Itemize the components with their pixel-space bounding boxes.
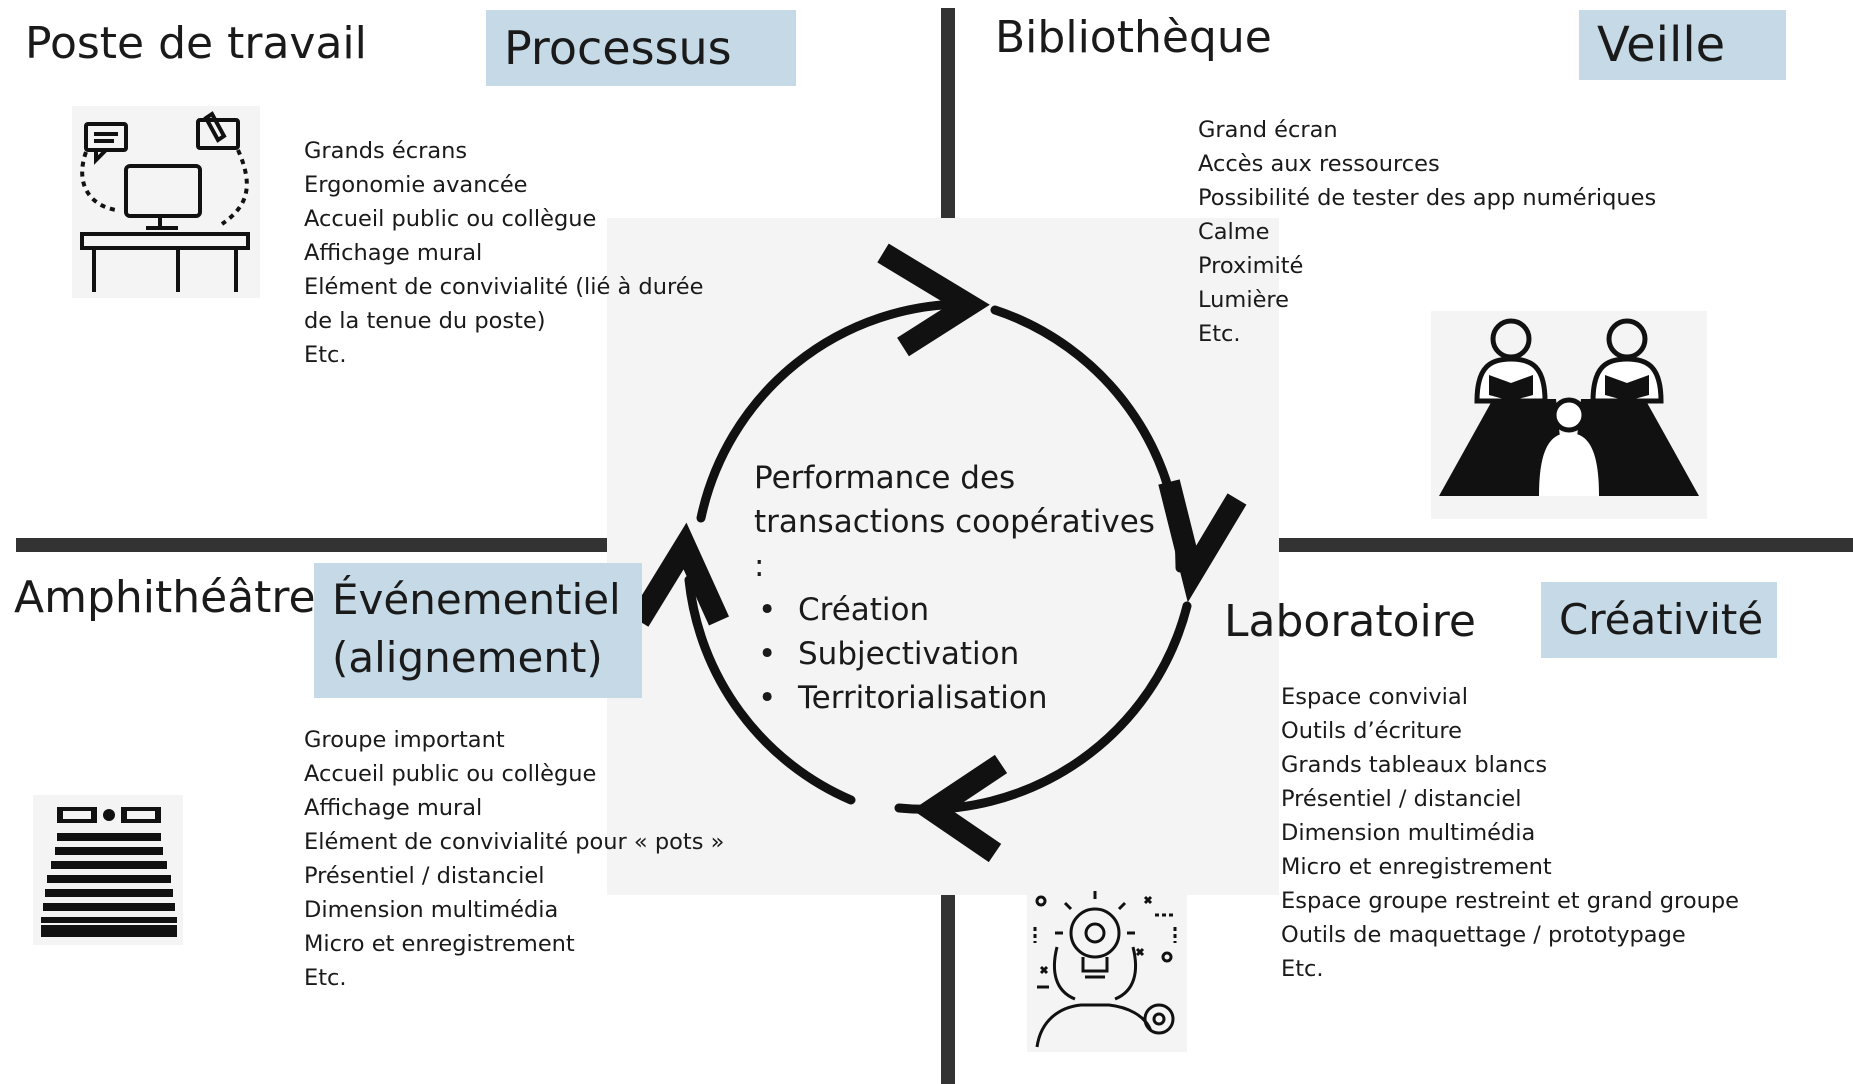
center-text: Performance des transactions coopérative… bbox=[754, 456, 1174, 720]
list-laboratoire: Espace convivial Outils d’écriture Grand… bbox=[1281, 680, 1739, 986]
list-item: Affichage mural bbox=[304, 795, 483, 821]
center-bullet-item: Territorialisation bbox=[754, 676, 1174, 720]
list-item: Grand écran bbox=[1198, 117, 1338, 143]
center-heading-line1: Performance des bbox=[754, 460, 1016, 496]
list-item: Espace groupe restreint et grand groupe bbox=[1281, 888, 1739, 914]
quadrant-title-amphitheatre: Amphithéâtre bbox=[14, 572, 316, 623]
list-item: Espace convivial bbox=[1281, 684, 1468, 710]
center-bullet-item: Subjectivation bbox=[754, 632, 1174, 676]
list-item: Outils d’écriture bbox=[1281, 718, 1462, 744]
list-item: Outils de maquettage / prototypage bbox=[1281, 922, 1686, 948]
quadrant-title-bibliotheque: Bibliothèque bbox=[995, 12, 1272, 63]
tag-evenementiel: Événementiel (alignement) bbox=[314, 563, 642, 698]
list-item: Accueil public ou collègue bbox=[304, 206, 597, 232]
tag-evenementiel-line2: (alignement) bbox=[332, 633, 603, 682]
quadrant-title-poste: Poste de travail bbox=[25, 18, 367, 69]
list-item: Accès aux ressources bbox=[1198, 151, 1440, 177]
tag-veille: Veille bbox=[1579, 10, 1786, 80]
divider-vertical-top bbox=[941, 8, 955, 218]
center-bullet-item: Création bbox=[754, 588, 1174, 632]
list-item: Etc. bbox=[1198, 321, 1241, 347]
list-item: Etc. bbox=[304, 342, 347, 368]
auditorium-icon bbox=[33, 795, 183, 945]
quadrant-title-laboratoire: Laboratoire bbox=[1224, 596, 1476, 647]
list-item: Présentiel / distanciel bbox=[1281, 786, 1522, 812]
list-item: Etc. bbox=[304, 965, 347, 991]
tag-evenementiel-line1: Événementiel bbox=[332, 575, 621, 624]
list-item: Possibilité de tester des app numériques bbox=[1198, 185, 1657, 211]
list-item: Ergonomie avancée bbox=[304, 172, 528, 198]
list-item: Groupe important bbox=[304, 727, 505, 753]
divider-horizontal-left bbox=[16, 538, 609, 552]
list-item: Affichage mural bbox=[304, 240, 483, 266]
list-item: Calme bbox=[1198, 219, 1270, 245]
list-bibliotheque: Grand écran Accès aux ressources Possibi… bbox=[1198, 113, 1656, 351]
reading-people-icon bbox=[1431, 311, 1707, 519]
list-item: Proximité bbox=[1198, 253, 1304, 279]
center-heading-line2: transactions coopératives : bbox=[754, 504, 1155, 584]
list-item: Micro et enregistrement bbox=[1281, 854, 1552, 880]
list-item: Lumière bbox=[1198, 287, 1290, 313]
list-item: Grands tableaux blancs bbox=[1281, 752, 1548, 778]
list-item: Accueil public ou collègue bbox=[304, 761, 597, 787]
lightbulb-idea-icon bbox=[1027, 887, 1187, 1052]
list-item: Etc. bbox=[1281, 956, 1324, 982]
list-item: Grands écrans bbox=[304, 138, 468, 164]
divider-horizontal-right bbox=[1278, 538, 1853, 552]
center-bullet-list: Création Subjectivation Territorialisati… bbox=[754, 588, 1174, 720]
list-item: Dimension multimédia bbox=[1281, 820, 1536, 846]
divider-vertical-bottom bbox=[941, 895, 955, 1084]
list-item: Micro et enregistrement bbox=[304, 931, 575, 957]
list-amphitheatre: Groupe important Accueil public ou collè… bbox=[304, 723, 724, 995]
list-poste: Grands écrans Ergonomie avancée Accueil … bbox=[304, 134, 703, 372]
workstation-icon bbox=[72, 106, 260, 298]
list-item: Elément de convivialité (lié à durée bbox=[304, 274, 704, 300]
tag-creativite: Créativité bbox=[1541, 582, 1777, 658]
list-item: Présentiel / distanciel bbox=[304, 863, 545, 889]
list-item: Dimension multimédia bbox=[304, 897, 559, 923]
tag-processus: Processus bbox=[486, 10, 796, 86]
list-item: de la tenue du poste) bbox=[304, 308, 546, 334]
list-item: Elément de convivialité pour « pots » bbox=[304, 829, 725, 855]
